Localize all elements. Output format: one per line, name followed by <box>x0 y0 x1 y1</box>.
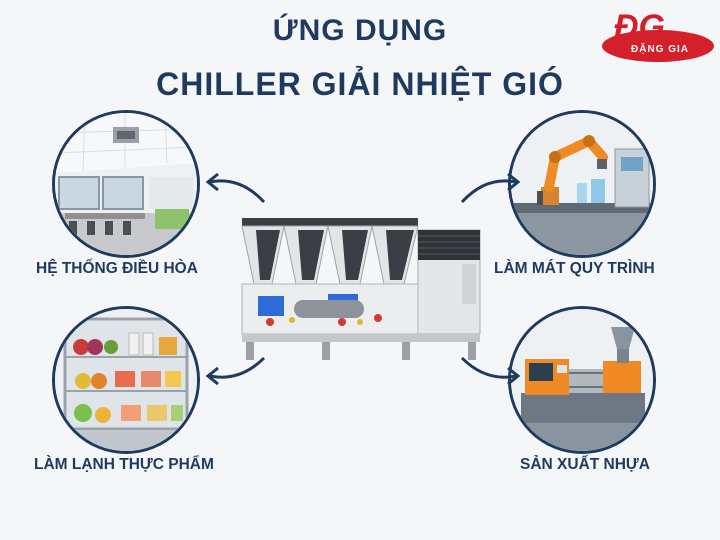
robot-arm-image <box>508 110 656 258</box>
air-cooled-chiller-image <box>241 218 481 360</box>
label-hvac: HỆ THỐNG ĐIỀU HÒA <box>36 260 198 277</box>
refrigerator-image <box>52 306 200 454</box>
dang-gia-logo: ĐG <box>602 8 714 62</box>
label-food-refrigeration: LÀM LẠNH THỰC PHẨM <box>34 456 214 473</box>
title-line-2: CHILLER GIẢI NHIỆT GIÓ <box>156 66 564 102</box>
injection-molding-machine-image <box>508 306 656 454</box>
arrow-to-process-icon <box>460 172 521 204</box>
title-line-1: ỨNG DỤNG <box>272 14 448 47</box>
arrow-to-hvac-icon <box>205 172 266 204</box>
office-room-image <box>52 110 200 258</box>
arrow-to-plastic-icon <box>460 356 521 386</box>
label-plastic-production: SẢN XUẤT NHỰA <box>520 456 650 473</box>
label-process-cooling: LÀM MÁT QUY TRÌNH <box>494 260 655 277</box>
logo-mark: ĐG <box>614 8 665 46</box>
logo-name: ĐẶNG GIA <box>631 44 689 55</box>
arrow-to-food-icon <box>205 356 266 386</box>
